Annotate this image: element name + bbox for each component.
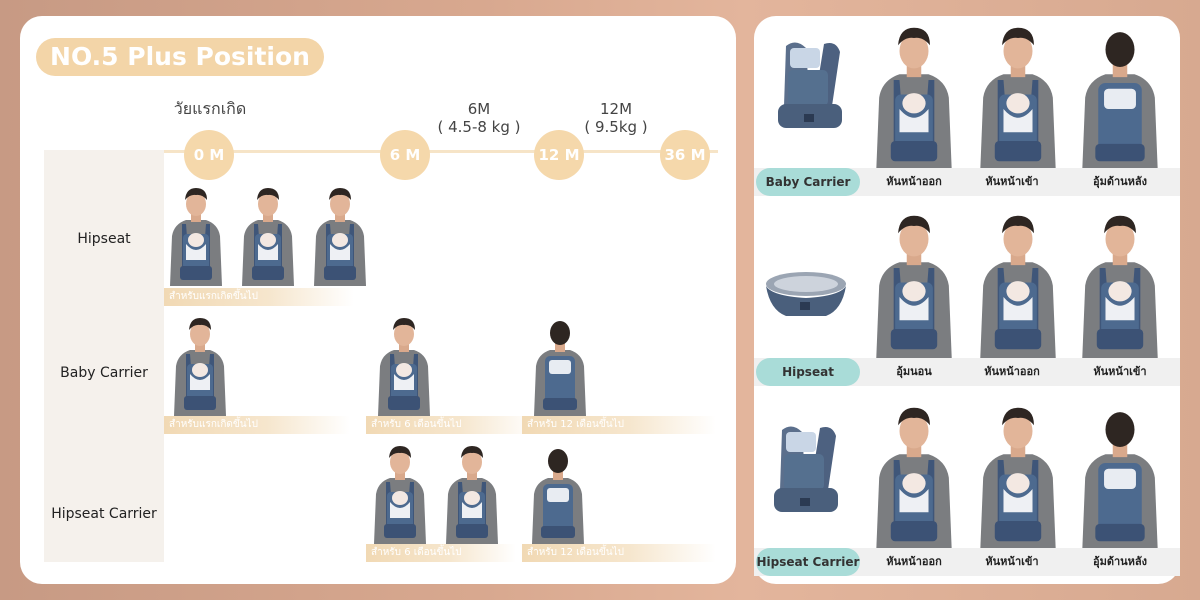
row-label-hipseat: Hipseat — [77, 231, 131, 247]
stage-weight-12m: ( 9.5kg ) — [584, 118, 648, 136]
carrier-6m-photo — [372, 314, 436, 416]
carrier-newborn-ribbon: สำหรับแรกเกิดขึ้นไป — [164, 416, 350, 434]
age-marker-0m: 0 M — [184, 130, 234, 180]
caption-facing-in: หันหน้าเข้า — [985, 555, 1039, 568]
mode-label-hipseat: Hipseat — [756, 358, 860, 386]
mode-label-baby-carrier: Baby Carrier — [756, 168, 860, 196]
carrier-newborn-photo — [168, 314, 232, 416]
hipseat-carrier-facing-in-photo — [970, 402, 1066, 550]
hipseat-cradle-photo — [866, 210, 962, 358]
hipseat-facing-out-photo — [970, 210, 1066, 358]
hipcarrier-6m-photo-1 — [368, 442, 432, 544]
positions-timeline-panel: NO.5 Plus Position วัยแรกเกิด 6M ( 4.5-8… — [20, 16, 736, 584]
hipseat-newborn-photo-2 — [236, 184, 300, 286]
mode-label-hipseat-carrier: Hipseat Carrier — [756, 548, 860, 576]
hipseat-newborn-photo-1 — [164, 184, 228, 286]
hipcarrier-6m-photo-2 — [440, 442, 504, 544]
stage-label-6m: 6M — [467, 100, 491, 118]
stage-label-12m: 12M — [599, 100, 633, 118]
row-label-baby-carrier: Baby Carrier — [60, 365, 148, 381]
baby-carrier-facing-out-photo — [866, 22, 962, 170]
hipcarrier-12m-ribbon: สำหรับ 12 เดือนขึ้นไป — [522, 544, 716, 562]
stage-label-newborn: วัยแรกเกิด — [173, 99, 247, 118]
hipcarrier-12m-photo — [526, 442, 590, 544]
carrier-12m-ribbon: สำหรับ 12 เดือนขึ้นไป — [522, 416, 716, 434]
timeline-line — [164, 150, 718, 153]
row-label-column — [44, 150, 164, 562]
age-marker-12m: 12 M — [534, 130, 584, 180]
baby-carrier-facing-in-photo — [970, 22, 1066, 170]
hipseat-newborn-ribbon: สำหรับแรกเกิดขึ้นไป — [164, 288, 354, 306]
caption-facing-out: หันหน้าออก — [886, 555, 942, 568]
carrier-12m-photo — [528, 314, 592, 416]
caption-back-carry: อุ้มด้านหลัง — [1092, 175, 1148, 188]
carry-modes-panel: Baby Carrier หันหน้าออก หันหน้าเข้า อุ้ม… — [754, 16, 1180, 584]
caption-cradle: อุ้มนอน — [896, 365, 932, 378]
caption-facing-in: หันหน้าเข้า — [1093, 365, 1147, 378]
baby-carrier-back-carry-photo — [1072, 22, 1168, 170]
hipseat-carrier-facing-out-photo — [866, 402, 962, 550]
hipseat-facing-in-photo — [1072, 210, 1168, 358]
hipseat-carrier-back-carry-photo — [1072, 402, 1168, 550]
caption-facing-out: หันหน้าออก — [984, 365, 1040, 378]
stage-weight-6m: ( 4.5-8 kg ) — [437, 118, 521, 136]
caption-facing-out: หันหน้าออก — [886, 175, 942, 188]
age-marker-6m: 6 M — [380, 130, 430, 180]
row-label-hipseat-carrier: Hipseat Carrier — [51, 506, 157, 522]
hipcarrier-6m-ribbon: สำหรับ 6 เดือนขึ้นไป — [366, 544, 516, 562]
caption-facing-in: หันหน้าเข้า — [985, 175, 1039, 188]
page-title: NO.5 Plus Position — [36, 38, 324, 76]
hipseat-newborn-photo-3 — [308, 184, 372, 286]
hipseat-carrier-product-image — [762, 420, 854, 524]
caption-back-carry: อุ้มด้านหลัง — [1092, 555, 1148, 568]
carrier-6m-ribbon: สำหรับ 6 เดือนขึ้นไป — [366, 416, 536, 434]
age-marker-36m: 36 M — [660, 130, 710, 180]
hipseat-product-image — [760, 240, 852, 344]
baby-carrier-product-image — [766, 36, 858, 140]
